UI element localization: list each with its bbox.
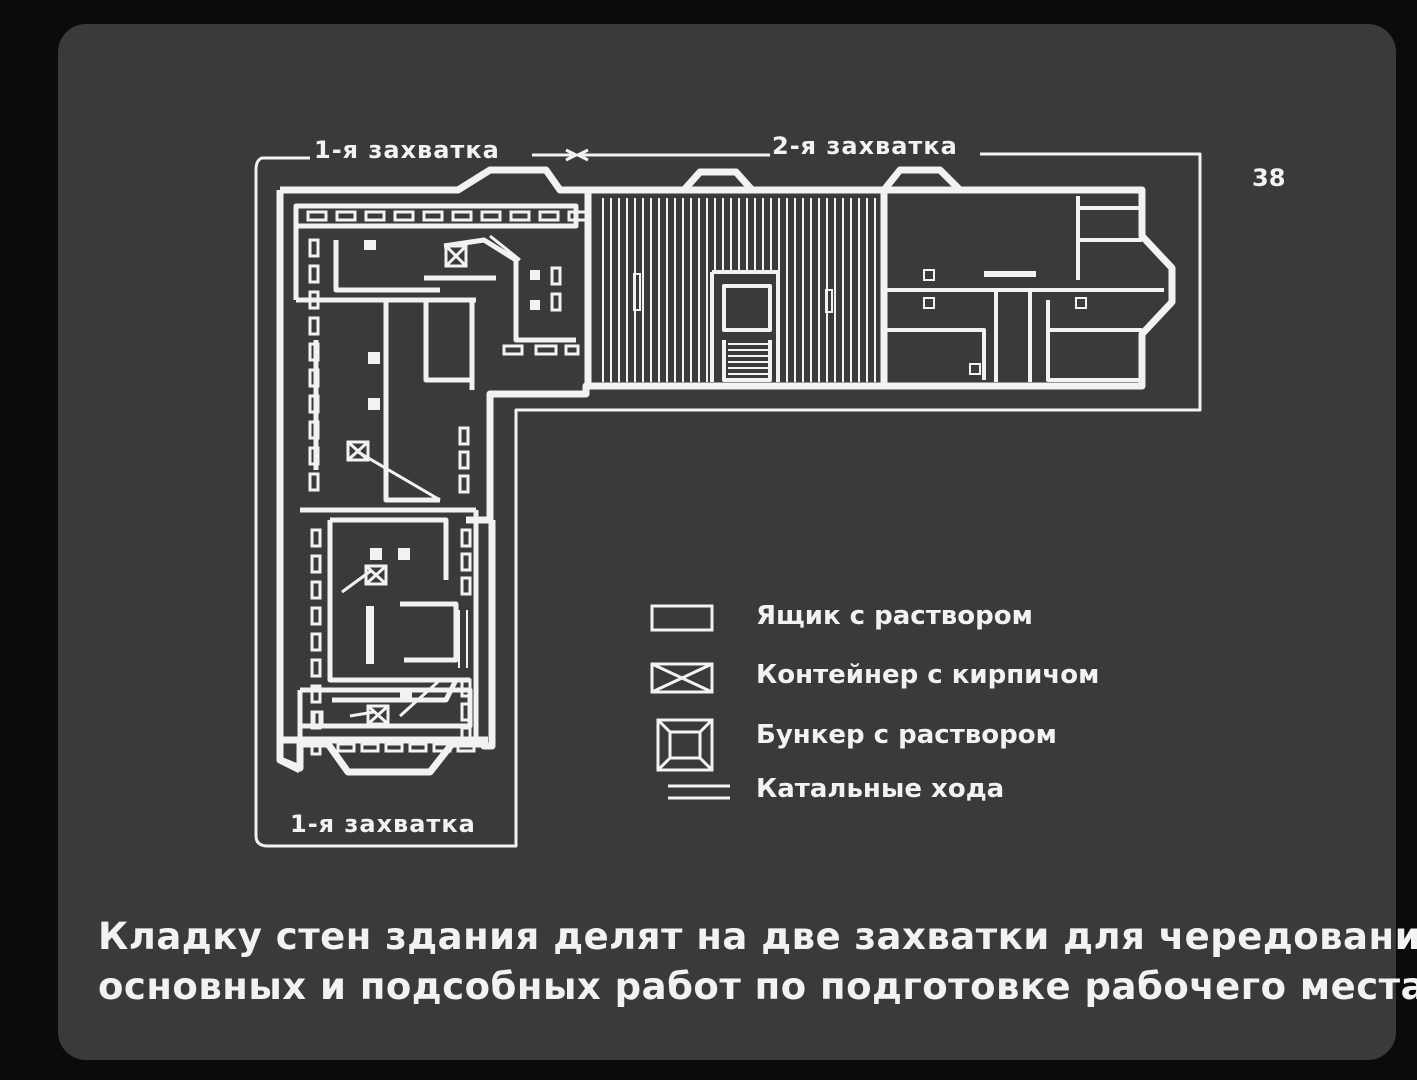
mortar-box	[534, 344, 558, 356]
mortar-box	[393, 210, 415, 222]
legend-label-container: Контейнер с кирпичом	[756, 660, 1100, 690]
mortar-box	[310, 658, 322, 678]
mortar-box	[567, 210, 589, 222]
site-boundary	[254, 152, 1202, 848]
mortar-box	[308, 342, 320, 362]
zone2-markers	[633, 269, 1087, 375]
mortar-box	[308, 264, 320, 284]
mortar-box	[308, 394, 320, 414]
mortar-box	[384, 742, 404, 753]
caption-line-1: Кладку стен здания делят на две захватки…	[98, 915, 1417, 958]
mortar-box	[310, 684, 322, 704]
caption-line-2: основных и подсобных работ по подготовке…	[98, 965, 1417, 1008]
page-number: 38	[1252, 164, 1286, 192]
mortar-box	[308, 368, 320, 388]
mortar-box	[308, 472, 320, 492]
mortar-box	[460, 552, 472, 572]
box-icon	[650, 604, 714, 632]
mortar-box	[458, 426, 470, 446]
mortar-box	[308, 446, 320, 466]
mortar-box	[310, 580, 322, 600]
mortar-box	[458, 450, 470, 470]
mortar-box	[502, 344, 524, 356]
legend-label-bunker: Бункер с раствором	[756, 720, 1057, 750]
zone2-interior	[596, 166, 1164, 382]
mortar-box	[308, 420, 320, 440]
zone1-interior	[293, 203, 579, 740]
mortar-box	[550, 292, 562, 312]
mortar-box	[310, 736, 322, 756]
mortar-box	[538, 210, 560, 222]
mortar-box	[456, 742, 476, 753]
mortar-box	[460, 702, 472, 722]
mortar-box	[364, 210, 386, 222]
legend-label-walkway: Катальные хода	[756, 774, 1005, 804]
mortar-box	[335, 210, 357, 222]
mortar-box	[310, 632, 322, 652]
mortar-box	[310, 554, 322, 574]
mortar-box	[310, 528, 322, 548]
mortar-box	[451, 210, 473, 222]
zone1-top-label: 1-я захватка	[314, 136, 500, 164]
mortar-box	[460, 576, 472, 596]
mortar-box	[308, 238, 320, 258]
mortar-box	[432, 742, 452, 753]
mortar-box	[509, 210, 531, 222]
mortar-box	[306, 210, 328, 222]
building-walls	[276, 166, 1176, 776]
mortar-box	[310, 606, 322, 626]
mortar-box	[480, 210, 502, 222]
mortar-box	[312, 710, 324, 728]
mortar-boxes	[306, 210, 589, 756]
bunker-icon	[656, 718, 714, 772]
zone1-bottom-label: 1-я захватка	[290, 810, 476, 838]
small-bunkers	[364, 240, 540, 702]
legend-symbols	[650, 604, 730, 800]
mortar-box	[308, 316, 320, 336]
container-icon	[650, 662, 714, 694]
mortar-box	[458, 474, 470, 494]
zone2-top-label: 2-я захватка	[772, 132, 958, 160]
mortar-box	[336, 742, 356, 753]
mortar-box	[308, 290, 320, 310]
brick-containers	[346, 244, 468, 726]
walkway-icon	[668, 784, 730, 800]
mortar-box	[550, 266, 562, 286]
legend-label-box: Ящик с раствором	[756, 601, 1033, 631]
mortar-box	[360, 742, 380, 753]
mortar-box	[408, 742, 428, 753]
mortar-box	[460, 678, 472, 698]
mortar-box	[564, 344, 580, 356]
mortar-box	[422, 210, 444, 222]
mortar-box	[460, 528, 472, 548]
hatched-areas	[452, 198, 884, 668]
